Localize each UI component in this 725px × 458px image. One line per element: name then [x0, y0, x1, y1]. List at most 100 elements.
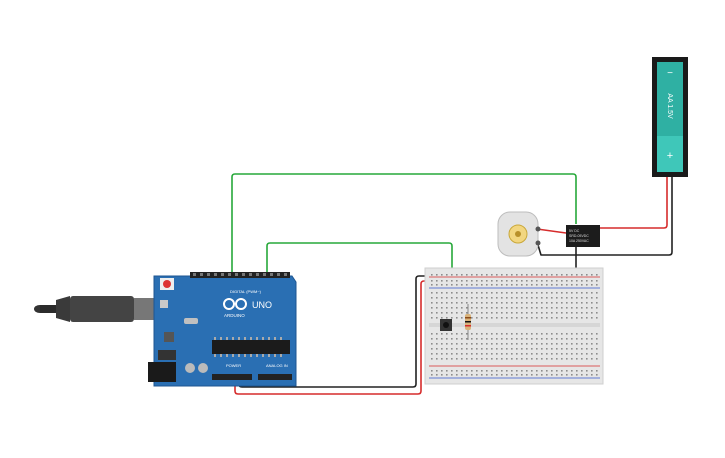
breadboard-hole	[576, 370, 578, 372]
breadboard-hole	[456, 348, 458, 350]
breadboard-hole	[446, 353, 448, 355]
breadboard-hole	[471, 274, 473, 276]
breadboard-hole	[536, 280, 538, 282]
breadboard-hole	[521, 358, 523, 360]
breadboard-hole	[536, 284, 538, 286]
breadboard-hole	[521, 338, 523, 340]
usb-cable[interactable]	[34, 293, 175, 325]
breadboard-hole	[551, 274, 553, 276]
breadboard-hole	[481, 312, 483, 314]
breadboard-hole	[506, 317, 508, 319]
breadboard-hole	[556, 297, 558, 299]
motor-terminal-top[interactable]	[535, 226, 541, 232]
breadboard-hole	[501, 370, 503, 372]
breadboard-hole	[476, 280, 478, 282]
breadboard-hole	[491, 353, 493, 355]
relay[interactable]: 5V DC SRD-05VDC 10A 250VAC	[566, 225, 600, 247]
breadboard-hole	[436, 312, 438, 314]
breadboard-hole	[461, 302, 463, 304]
breadboard-hole	[456, 353, 458, 355]
breadboard-hole	[496, 374, 498, 376]
wire-red-motor[interactable]	[536, 228, 567, 234]
breadboard-hole	[546, 274, 548, 276]
breadboard-hole	[466, 348, 468, 350]
breadboard-hole	[456, 307, 458, 309]
breadboard-hole	[576, 292, 578, 294]
breadboard-hole	[566, 302, 568, 304]
breadboard-hole	[526, 297, 528, 299]
breadboard-hole	[596, 333, 598, 335]
breadboard-hole	[556, 280, 558, 282]
breadboard-hole	[586, 353, 588, 355]
breadboard-hole	[521, 307, 523, 309]
breadboard[interactable]	[424, 267, 604, 385]
battery-aa[interactable]: − AA 1.5V +	[652, 57, 688, 177]
breadboard-hole	[451, 302, 453, 304]
breadboard-hole	[511, 348, 513, 350]
breadboard-hole	[591, 333, 593, 335]
breadboard-hole	[591, 312, 593, 314]
wire-red-5v[interactable]	[234, 280, 438, 395]
breadboard-hole	[471, 348, 473, 350]
breadboard-hole	[461, 353, 463, 355]
breadboard-hole	[441, 333, 443, 335]
digital-pins	[193, 273, 287, 276]
breadboard-hole	[436, 374, 438, 376]
breadboard-hole	[506, 338, 508, 340]
breadboard-hole	[591, 317, 593, 319]
breadboard-hole	[511, 333, 513, 335]
breadboard-hole	[521, 333, 523, 335]
breadboard-hole	[466, 292, 468, 294]
breadboard-hole	[506, 374, 508, 376]
breadboard-hole	[506, 353, 508, 355]
breadboard-hole	[576, 307, 578, 309]
breadboard-hole	[566, 280, 568, 282]
breadboard-hole	[551, 343, 553, 345]
breadboard-hole	[431, 370, 433, 372]
breadboard-hole	[481, 348, 483, 350]
breadboard-hole	[581, 292, 583, 294]
arduino-uno-board[interactable]: DIGITAL (PWM~) ARDUINO UNO	[148, 272, 297, 387]
breadboard-hole	[471, 317, 473, 319]
resistor[interactable]	[465, 304, 471, 340]
breadboard-hole	[511, 374, 513, 376]
breadboard-hole	[436, 274, 438, 276]
breadboard-hole	[436, 348, 438, 350]
pushbutton[interactable]	[440, 319, 452, 331]
dc-motor[interactable]	[497, 211, 541, 257]
breadboard-hole	[546, 353, 548, 355]
breadboard-hole	[446, 358, 448, 360]
motor-terminal-bottom[interactable]	[535, 240, 541, 246]
wire-black-battery[interactable]	[537, 176, 673, 256]
breadboard-hole	[541, 274, 543, 276]
breadboard-hole	[536, 292, 538, 294]
breadboard-hole	[501, 297, 503, 299]
breadboard-hole	[456, 302, 458, 304]
breadboard-hole	[551, 302, 553, 304]
breadboard-hole	[451, 370, 453, 372]
breadboard-hole	[571, 302, 573, 304]
breadboard-hole	[466, 312, 468, 314]
wire-green-mid[interactable]	[266, 242, 453, 300]
breadboard-hole	[491, 292, 493, 294]
breadboard-hole	[566, 343, 568, 345]
breadboard-hole	[461, 374, 463, 376]
breadboard-hole	[566, 307, 568, 309]
breadboard-hole	[516, 312, 518, 314]
breadboard-hole	[471, 370, 473, 372]
breadboard-hole	[581, 274, 583, 276]
wire-green-top[interactable]	[231, 173, 577, 276]
wire-red-battery[interactable]	[600, 176, 668, 229]
breadboard-hole	[581, 312, 583, 314]
breadboard-hole	[521, 312, 523, 314]
breadboard-hole	[436, 338, 438, 340]
breadboard-hole	[436, 297, 438, 299]
breadboard-hole	[531, 297, 533, 299]
breadboard-hole	[461, 274, 463, 276]
breadboard-hole	[536, 274, 538, 276]
breadboard-hole	[556, 307, 558, 309]
power-jack[interactable]	[148, 362, 176, 382]
breadboard-hole	[471, 374, 473, 376]
breadboard-hole	[571, 284, 573, 286]
